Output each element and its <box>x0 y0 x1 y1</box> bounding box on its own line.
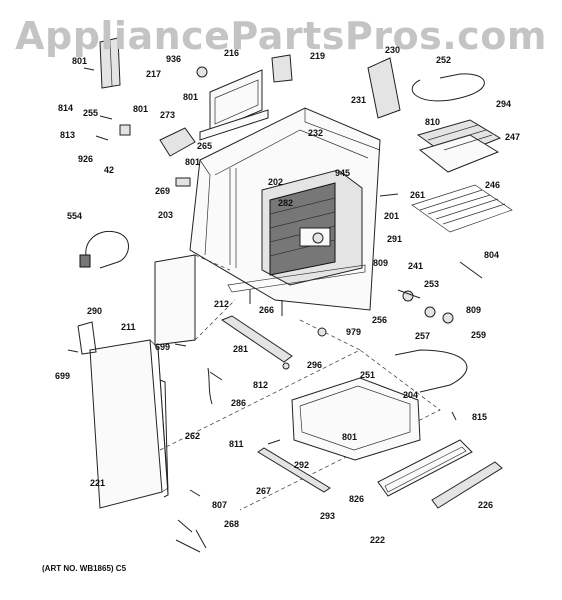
drawer-front-222 <box>377 439 473 497</box>
callout-42: 42 <box>104 165 115 175</box>
callout-255: 255 <box>83 108 99 118</box>
callout-809-a: 809 <box>373 258 389 268</box>
callout-813: 813 <box>60 130 76 140</box>
callout-281: 281 <box>233 344 249 354</box>
callout-926: 926 <box>78 154 94 164</box>
callout-699-b: 699 <box>55 371 71 381</box>
callout-267: 267 <box>256 486 272 496</box>
trim-strip-262 <box>159 379 169 498</box>
callout-241: 241 <box>408 261 424 271</box>
footprint-outline <box>159 319 441 511</box>
callout-936: 936 <box>166 54 182 64</box>
callout-257: 257 <box>415 331 431 341</box>
bake-element-252 <box>411 73 485 102</box>
power-cord-554 <box>79 230 129 269</box>
callout-252: 252 <box>436 55 452 65</box>
hardware <box>67 66 483 553</box>
callout-204: 204 <box>403 390 419 400</box>
callout-815: 815 <box>472 412 488 422</box>
callout-212: 212 <box>214 299 230 309</box>
bracket-217 <box>99 37 121 89</box>
backguard-duct <box>199 69 269 141</box>
broil-element-251 <box>394 349 468 393</box>
callout-801-b: 801 <box>183 92 199 102</box>
callout-293: 293 <box>320 511 336 521</box>
callout-261: 261 <box>410 190 426 200</box>
callout-801-d: 801 <box>185 157 201 167</box>
callout-266: 266 <box>259 305 275 315</box>
callout-269: 269 <box>155 186 171 196</box>
callout-807: 807 <box>212 500 228 510</box>
callout-253: 253 <box>424 279 440 289</box>
part-273 <box>159 127 196 157</box>
callout-294: 294 <box>496 99 512 109</box>
callout-801-e: 801 <box>342 432 358 442</box>
callout-265: 265 <box>197 141 213 151</box>
oven-liner <box>261 169 363 286</box>
side-panel-221 <box>89 339 169 509</box>
callout-219: 219 <box>310 51 326 61</box>
callout-804: 804 <box>484 250 500 260</box>
callout-554: 554 <box>67 211 83 221</box>
callout-292: 292 <box>294 460 310 470</box>
callout-290: 290 <box>87 306 103 316</box>
cover-219 <box>271 54 293 83</box>
callout-202: 202 <box>268 177 284 187</box>
callout-812: 812 <box>253 380 269 390</box>
callout-814: 814 <box>58 103 74 113</box>
callout-296: 296 <box>307 360 323 370</box>
callout-201: 201 <box>384 211 400 221</box>
callout-282: 282 <box>278 198 294 208</box>
callout-226: 226 <box>478 500 494 510</box>
callout-810: 810 <box>425 117 441 127</box>
callout-286: 286 <box>231 398 247 408</box>
callout-211: 211 <box>121 322 136 332</box>
part-230 <box>367 57 401 119</box>
callout-979: 979 <box>346 327 362 337</box>
callout-203: 203 <box>158 210 174 220</box>
trim-290 <box>77 321 97 355</box>
callout-291: 291 <box>387 234 403 244</box>
callout-217: 217 <box>146 69 162 79</box>
callout-216: 216 <box>224 48 240 58</box>
callout-247: 247 <box>505 132 521 142</box>
broil-pan <box>416 119 502 173</box>
oven-rack <box>411 184 513 233</box>
callout-826: 826 <box>349 494 365 504</box>
callout-273: 273 <box>160 110 176 120</box>
callout-222: 222 <box>370 535 386 545</box>
callout-256: 256 <box>372 315 388 325</box>
callout-268: 268 <box>224 519 240 529</box>
callout-811: 811 <box>229 439 244 449</box>
drawer-rail-267 <box>257 447 331 493</box>
callout-699-a: 699 <box>155 342 171 352</box>
callout-231: 231 <box>351 95 367 105</box>
callout-801-a: 801 <box>72 56 88 66</box>
bracket-266 <box>220 315 293 363</box>
callout-262: 262 <box>185 431 201 441</box>
drawer-trim-226 <box>431 461 503 509</box>
callout-809-b: 809 <box>466 305 482 315</box>
callout-251: 251 <box>360 370 376 380</box>
callout-232: 232 <box>308 128 324 138</box>
callout-259: 259 <box>471 330 487 340</box>
callout-801-c: 801 <box>133 104 149 114</box>
watermark: AppliancePartsPros.com <box>15 14 547 58</box>
callout-221: 221 <box>90 478 106 488</box>
callout-246: 246 <box>485 180 501 190</box>
side-panel-211 <box>154 254 236 346</box>
art-number: (ART NO. WB1865) C5 <box>42 564 127 573</box>
callout-230: 230 <box>385 45 401 55</box>
callout-945: 945 <box>335 168 351 178</box>
drawer-204 <box>291 377 421 461</box>
door-frame <box>227 264 366 316</box>
